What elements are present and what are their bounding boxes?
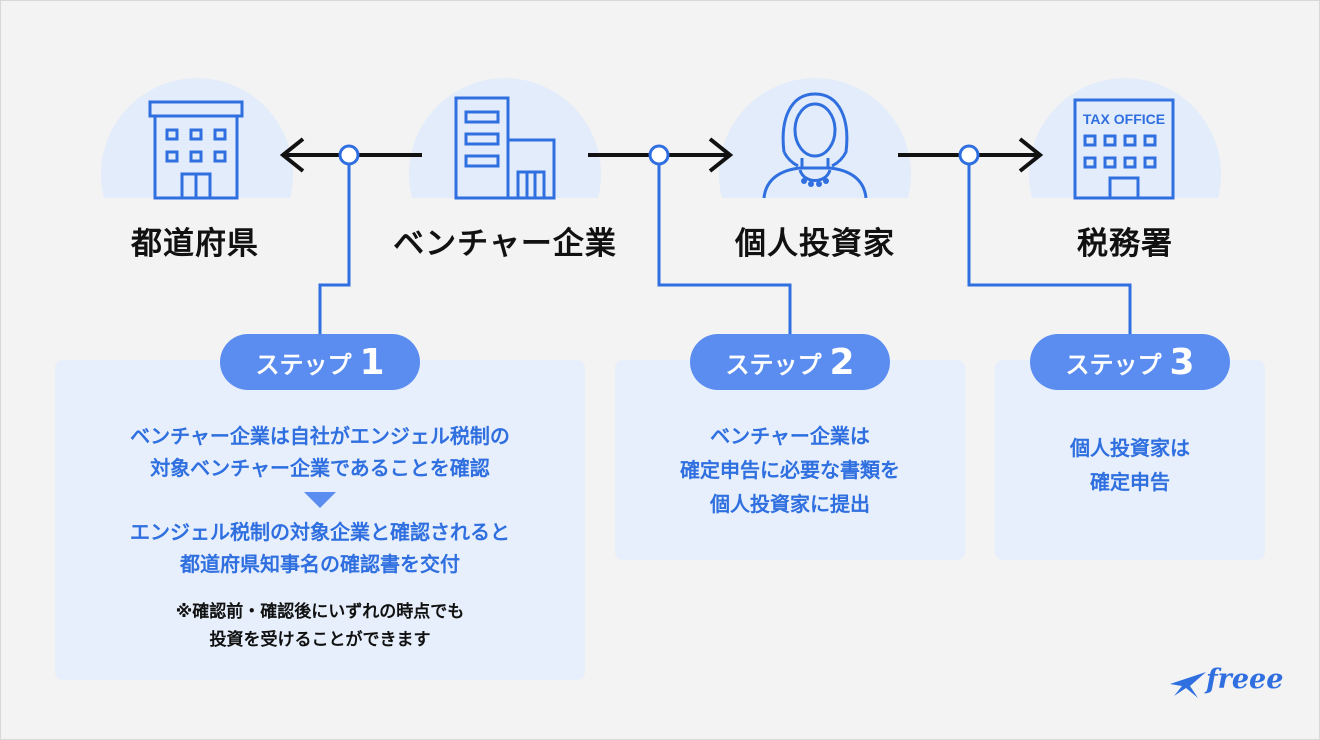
step-2-text-line: 確定申告に必要な書類を (680, 458, 900, 482)
step-1-word: ステップ (255, 350, 352, 379)
junction-node-1 (338, 144, 360, 166)
step-1-pill: ステップ 1 (220, 334, 420, 390)
junction-node-2 (648, 144, 670, 166)
step-1-number: 1 (359, 341, 385, 383)
investor-bg-circle (719, 78, 911, 198)
step-3-number: 3 (1169, 341, 1195, 383)
step-2-number: 2 (829, 341, 855, 383)
necklace-icon (801, 178, 829, 187)
venture-label: ベンチャー企業 (393, 226, 617, 262)
step-1-panel (55, 360, 585, 680)
step-2-text: ベンチャー企業は 確定申告に必要な書類を 個人投資家に提出 (615, 419, 965, 521)
prefecture-label: 都道府県 (131, 226, 259, 262)
tax-office-sign: TAX OFFICE (1083, 111, 1165, 127)
freee-bird-icon (1170, 672, 1206, 698)
step-1-text-b-line: エンジェル税制の対象企業と確認されると (130, 520, 510, 544)
step-1-text-a-line: ベンチャー企業は自社がエンジェル税制の (130, 424, 510, 448)
step-1-text-b: エンジェル税制の対象企業と確認されると 都道府県知事名の確認書を交付 (55, 516, 585, 580)
freee-logo: freee (1168, 664, 1293, 704)
step-3-text-line: 個人投資家は (1070, 436, 1190, 460)
tax-office-label: 税務署 (1077, 226, 1173, 262)
step-1-note-line: 投資を受けることができます (209, 630, 431, 650)
step-2-panel (615, 360, 965, 560)
step-3-text: 個人投資家は 確定申告 (995, 431, 1265, 499)
step-1-note: ※確認前・確認後にいずれの時点でも 投資を受けることができます (55, 598, 585, 654)
down-triangle-icon (304, 492, 336, 508)
step-2-pill: ステップ 2 (690, 334, 890, 390)
step-2-text-line: 個人投資家に提出 (710, 492, 870, 516)
investor-woman-icon (762, 92, 868, 199)
step-3-word: ステップ (1065, 350, 1162, 379)
step-3-text-line: 確定申告 (1090, 470, 1170, 494)
connector-step-1 (318, 155, 351, 334)
step-2-text-line: ベンチャー企業は (710, 424, 870, 448)
connector-step-3 (967, 155, 1132, 334)
office-building-icon (454, 96, 556, 200)
tax-office-building-icon (1073, 98, 1175, 200)
investor-label: 個人投資家 (735, 226, 895, 262)
step-1-note-line: ※確認前・確認後にいずれの時点でも (175, 602, 465, 622)
connector-step-2 (657, 155, 792, 334)
government-building-icon (148, 100, 244, 200)
step-3-pill: ステップ 3 (1030, 334, 1230, 390)
step-1-text-a: ベンチャー企業は自社がエンジェル税制の 対象ベンチャー企業であることを確認 (55, 420, 585, 484)
step-2-word: ステップ (725, 350, 822, 379)
step-3-panel (995, 360, 1265, 560)
step-1-text-b-line: 都道府県知事名の確認書を交付 (180, 552, 460, 576)
venture-bg-circle (408, 78, 601, 198)
freee-logo-text: freee (1206, 664, 1284, 695)
junction-node-3 (958, 144, 980, 166)
step-1-text-a-line: 対象ベンチャー企業であることを確認 (150, 456, 490, 480)
